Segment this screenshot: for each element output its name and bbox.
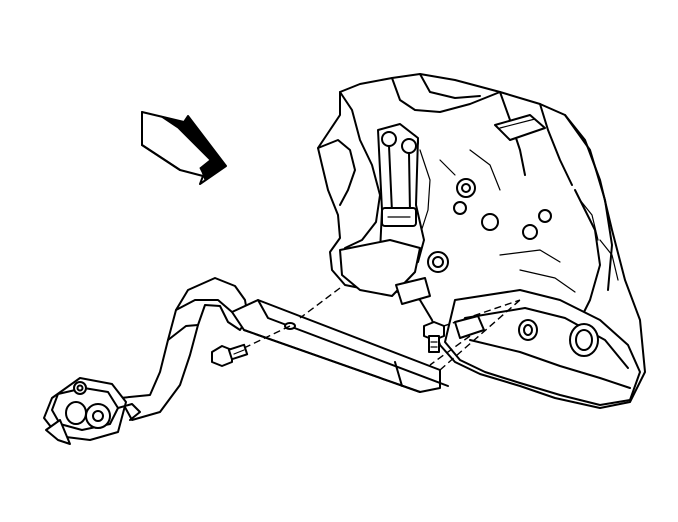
- alignment-lines: [243, 287, 521, 371]
- transmission-crossmember: [119, 277, 449, 421]
- transmission-mount-bracket: [339, 123, 485, 339]
- bracket-bolt: [423, 321, 445, 353]
- front-direction-arrow: [141, 111, 227, 185]
- mount-bushing: [43, 377, 141, 445]
- crossmember-bolt: [211, 343, 249, 367]
